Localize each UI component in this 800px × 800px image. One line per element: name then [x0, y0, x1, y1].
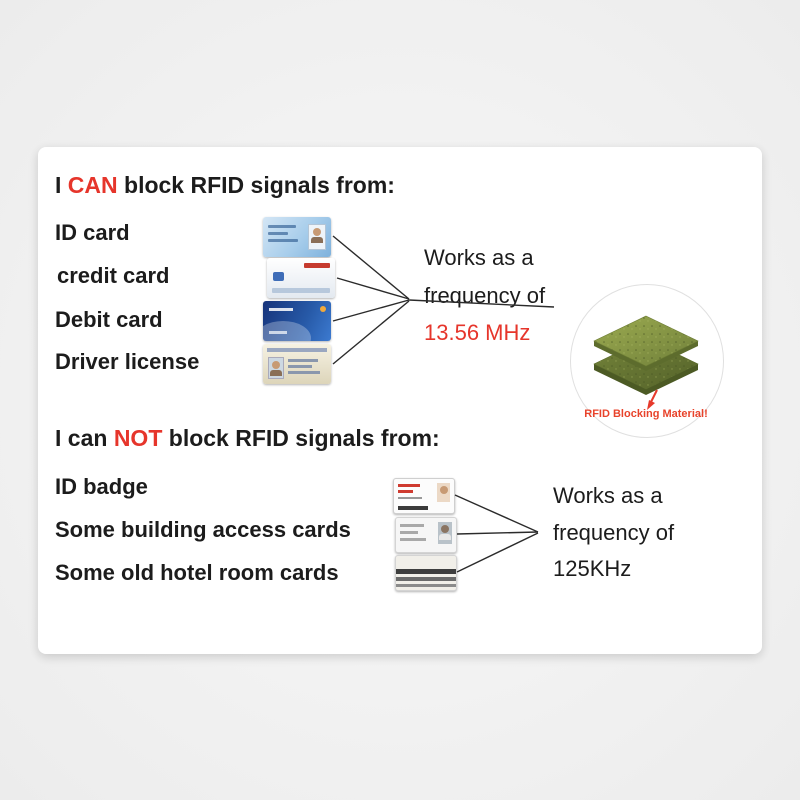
card-band [272, 288, 330, 293]
access-card-image [395, 517, 457, 553]
card-text-line [269, 331, 287, 334]
card-photo [308, 224, 326, 250]
driver-license-image [263, 344, 331, 384]
card-text-line [268, 232, 288, 235]
not-item-hotel-cards: Some old hotel room cards [55, 560, 339, 585]
card-text-line [269, 308, 293, 311]
magstripe [396, 568, 456, 574]
card-text-line [288, 371, 320, 374]
can-heading-pre: I [55, 172, 68, 198]
magstripe [396, 583, 456, 587]
not-item-id-badge: ID badge [55, 474, 148, 499]
not-item-access-cards: Some building access cards [55, 517, 351, 542]
card-text-line [398, 490, 413, 493]
not-freq-note-line1: Works as a [553, 483, 663, 508]
can-item-credit-card: credit card [57, 263, 170, 288]
card-logo-dot [320, 306, 326, 312]
card-wave-art [263, 321, 311, 341]
can-freq-value: 13.56 MHz [424, 320, 531, 345]
license-header-bar [267, 348, 327, 352]
card-photo [268, 357, 284, 379]
card-text-line [288, 359, 318, 362]
not-freq-note-line2: frequency of [553, 520, 675, 545]
face-icon [272, 361, 280, 369]
can-item-debit-card: Debit card [55, 307, 163, 332]
not-freq-value: 125KHz [553, 556, 632, 581]
debit-card-image [263, 301, 331, 341]
can-freq-note-line2: frequency of [424, 283, 546, 308]
shoulders-icon [270, 370, 282, 376]
badge-bottom-bar [398, 506, 428, 510]
card-text-line [400, 531, 418, 534]
shoulders-icon [439, 534, 451, 540]
not-heading: I can NOT block RFID signals from: [55, 425, 440, 452]
bank-logo [304, 263, 330, 268]
magstripe [396, 577, 456, 582]
card-photo [438, 522, 452, 544]
can-freq-note-line1: Works as a [424, 245, 534, 270]
id-badge-image [393, 478, 455, 514]
not-heading-pre: I can [55, 425, 114, 451]
card-text-line [398, 497, 422, 499]
can-item-driver-license: Driver license [55, 349, 200, 374]
not-heading-post: block RFID signals from: [162, 425, 440, 451]
card-chip-icon [273, 272, 284, 281]
face-icon [313, 228, 321, 236]
card-text-line [398, 484, 420, 487]
card-text-line [268, 239, 298, 242]
can-heading-keyword: CAN [67, 172, 118, 198]
id-card-image [263, 217, 331, 257]
face-icon [441, 525, 449, 533]
card-text-line [400, 538, 426, 541]
can-item-id-card: ID card [55, 220, 130, 245]
card-text-line [288, 365, 312, 368]
face-icon [439, 486, 448, 494]
can-heading: I CAN block RFID signals from: [55, 172, 395, 199]
credit-card-image [267, 258, 335, 298]
shoulders-icon [311, 237, 323, 243]
card-photo [437, 483, 450, 502]
blocking-material-label: RFID Blocking Material! [584, 408, 708, 420]
can-heading-post: block RFID signals from: [117, 172, 395, 198]
hotel-card-image [395, 555, 457, 591]
not-heading-keyword: NOT [113, 425, 163, 451]
card-text-line [268, 225, 296, 228]
card-text-line [400, 524, 424, 527]
